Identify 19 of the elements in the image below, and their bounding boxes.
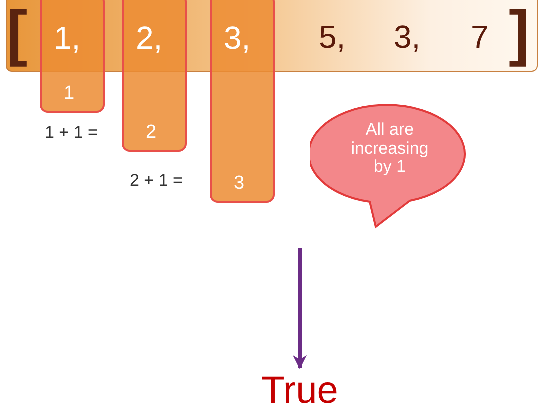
list-number: 3, — [224, 22, 251, 54]
result-digit: 3 — [234, 174, 245, 193]
equation-text: 1 + 1 = — [45, 124, 98, 141]
list-number: 7 — [471, 21, 489, 53]
result-digit: 1 — [64, 84, 75, 103]
list-number: 3, — [394, 21, 421, 53]
result-label: True — [260, 372, 340, 410]
list-number: 5, — [319, 21, 346, 53]
highlight-column — [122, 0, 187, 152]
list-number: 1, — [54, 22, 81, 54]
bracket: [ — [7, 3, 28, 65]
equation-text: 2 + 1 = — [130, 172, 183, 189]
down-arrow — [293, 248, 307, 370]
bracket: ] — [509, 3, 530, 65]
list-number: 2, — [136, 22, 163, 54]
highlight-column — [40, 0, 105, 113]
result-digit: 2 — [146, 123, 157, 142]
highlight-column — [210, 0, 275, 203]
bubble-text: All are increasing by 1 — [350, 121, 430, 178]
